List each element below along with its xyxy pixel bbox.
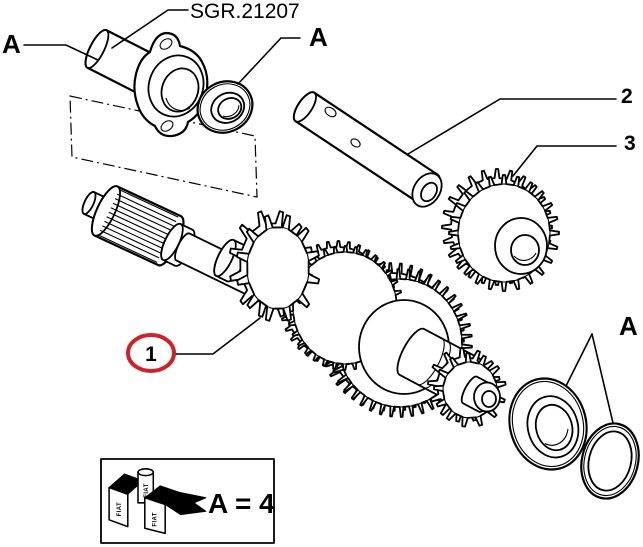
leader-a-sleeve: [23, 44, 99, 61]
svg-text:FIAT: FIAT: [153, 512, 159, 526]
bearing-top: [196, 80, 254, 134]
callout-part-1: 1: [126, 333, 176, 373]
bearing-bottom-bore: [534, 403, 574, 452]
svg-text:FIAT: FIAT: [144, 483, 150, 497]
pin-hole: [324, 106, 337, 118]
leader-part-3: [512, 145, 617, 177]
callout-part-1-number: 1: [145, 343, 157, 366]
leader-part-2: [407, 98, 617, 155]
seal-ring: [580, 422, 640, 500]
leader-sgr: [111, 9, 189, 49]
flange-ear-hole: [160, 120, 174, 132]
callout-a-bearing-top: A: [309, 22, 328, 52]
main-shaft-part-1: [81, 185, 507, 428]
ref-code-label: SGR.21207: [190, 0, 300, 23]
callout-part-3: 3: [624, 132, 636, 155]
callout-a-sleeve: A: [2, 29, 21, 59]
kit-icon: FIAT FIAT FIAT: [108, 468, 207, 535]
legend-box: FIAT FIAT FIAT A = 4: [100, 458, 275, 544]
leader-a-seal-ring: [591, 333, 614, 424]
kit-equation: A = 4: [208, 488, 275, 519]
shaft-end-bore: [481, 390, 497, 408]
sleeve-part: [84, 28, 209, 138]
leader-a-bearing-bottom: [565, 333, 593, 387]
pin-bore: [420, 181, 438, 203]
callout-a-bearing-bottom: A: [619, 311, 638, 341]
leader-part-1: [173, 317, 261, 355]
bearing-top-bore: [217, 97, 243, 120]
callout-part-2: 2: [621, 85, 633, 108]
bearing-bottom: [508, 377, 588, 471]
gear-part-3: [441, 168, 560, 292]
flange-ear-hole: [159, 38, 173, 50]
leader-a-bearing-top: [237, 37, 301, 85]
pin-part: [292, 91, 443, 208]
phantom-reference-box: [69, 95, 258, 198]
svg-text:FIAT: FIAT: [117, 502, 123, 516]
pin-hole: [350, 138, 361, 148]
red-callout-circle: [126, 333, 176, 373]
sleeve-bore: [160, 67, 200, 113]
